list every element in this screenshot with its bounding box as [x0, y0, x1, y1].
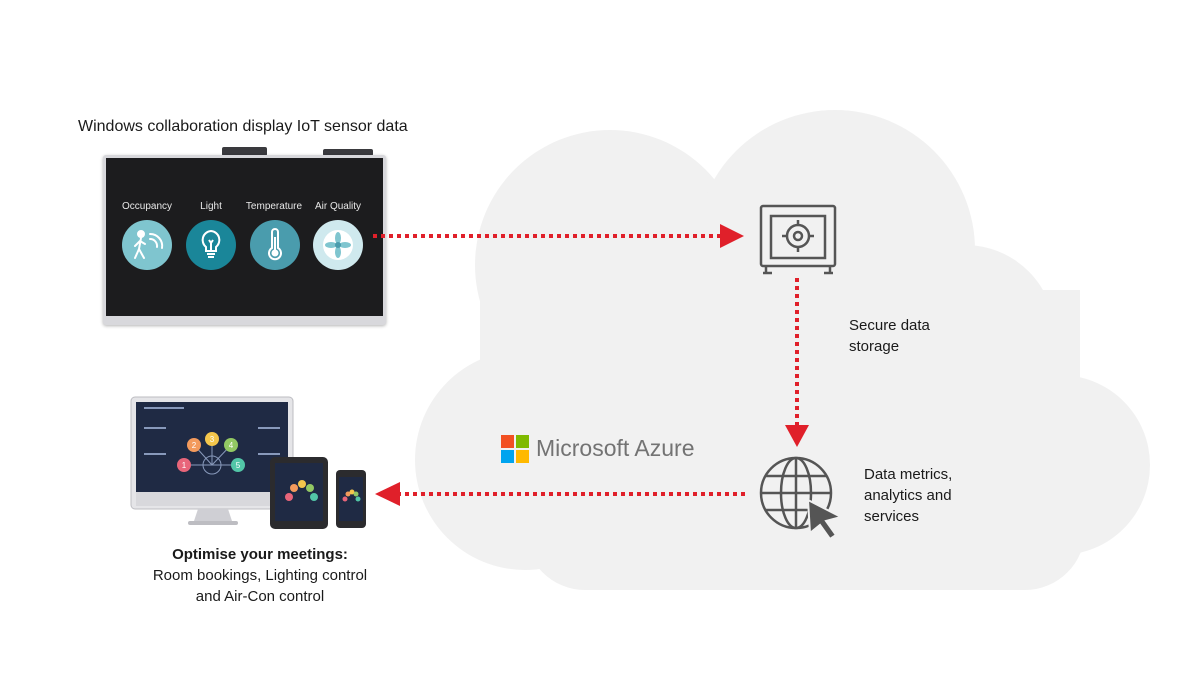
bubble-1: 1 — [182, 461, 187, 470]
display-title: Windows collaboration display IoT sensor… — [78, 118, 408, 135]
walking-person-icon — [122, 220, 172, 270]
storage-label-line1: Secure data — [849, 317, 930, 334]
services-label-line2: analytics and — [864, 487, 952, 504]
sensor-label-occupancy: Occupancy — [121, 201, 173, 212]
bubble-5: 5 — [236, 461, 241, 470]
bubble-2: 2 — [192, 441, 197, 450]
storage-label-line2: storage — [849, 338, 900, 355]
fan-icon — [313, 220, 363, 270]
safe-icon — [759, 204, 837, 275]
devices-line1: Room bookings, Lighting control — [152, 567, 368, 584]
arrow-head-right — [720, 224, 744, 248]
services-label-line3: services — [864, 508, 920, 525]
bubble-3: 3 — [210, 435, 215, 444]
services-label: Data metrics, analytics and services — [864, 464, 952, 527]
arrow-head-left — [375, 482, 400, 506]
storage-label: Secure data storage — [849, 315, 930, 357]
sensor-label-temperature: Temperature — [245, 201, 303, 212]
sensor-label-light: Light — [200, 201, 222, 212]
devices-illustration: 1 2 3 4 5 — [130, 396, 366, 529]
devices-caption: Optimise your meetings: Room bookings, L… — [100, 544, 420, 607]
microsoft-logo-icon — [501, 435, 529, 463]
lightbulb-icon — [186, 220, 236, 270]
services-label-line1: Data metrics, — [864, 466, 953, 483]
display-sensor-bar — [323, 149, 373, 156]
arrow-head-down — [785, 425, 809, 447]
thermometer-icon — [250, 220, 300, 270]
azure-label: Microsoft Azure — [536, 435, 695, 461]
display-camera — [222, 147, 267, 156]
globe-cursor-icon — [759, 456, 844, 541]
sensor-label-air-quality: Air Quality — [314, 201, 362, 212]
devices-line2: and Air-Con control — [195, 588, 325, 605]
monitor-infographic: 1 2 3 4 5 — [144, 407, 280, 475]
devices-heading: Optimise your meetings: — [172, 546, 348, 563]
bubble-4: 4 — [229, 441, 234, 450]
